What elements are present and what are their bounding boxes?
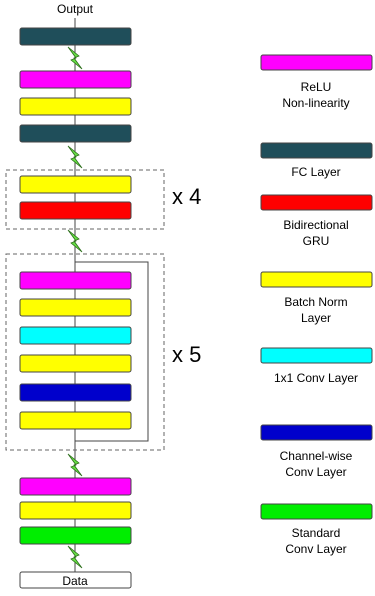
- relu-swatch-icon: [260, 54, 373, 71]
- flow-arrows: [67, 46, 83, 569]
- lightning-arrow-icon: [67, 229, 83, 253]
- legend-item: FC Layer: [260, 142, 373, 179]
- legend: ReLU Non-linearity FC Layer Bidirectiona…: [260, 54, 373, 556]
- batchnorm-layer-block: [19, 175, 132, 194]
- legend-item: Channel-wise Conv Layer: [260, 424, 373, 479]
- batchnorm-layer-block: [19, 354, 132, 373]
- data-block: [19, 571, 132, 589]
- lightning-arrow-icon: [67, 46, 83, 70]
- legend-label: Bidirectional: [283, 218, 348, 232]
- legend-item: 1x1 Conv Layer: [260, 347, 373, 385]
- legend-label: Non-linearity: [282, 96, 349, 110]
- legend-item: Batch Norm Layer: [260, 271, 373, 325]
- gru-repeat-label: x 4: [172, 184, 201, 209]
- relu-layer-block: [19, 70, 132, 89]
- batchnorm-layer-block: [19, 411, 132, 430]
- conv-block: [19, 271, 132, 430]
- data-input-block: Data: [19, 571, 132, 589]
- gru-block: [19, 175, 132, 220]
- output-label: Output: [57, 2, 94, 16]
- conv1x1-swatch-icon: [260, 347, 373, 364]
- gru-swatch-icon: [260, 194, 373, 211]
- legend-item: ReLU Non-linearity: [260, 54, 373, 110]
- fc-layer-block: [19, 27, 132, 46]
- lightning-arrow-icon: [67, 545, 83, 569]
- legend-item: Bidirectional GRU: [260, 194, 373, 248]
- gru-layer-block: [19, 201, 132, 220]
- legend-label: ReLU: [301, 80, 332, 94]
- gru-repeat-box: [5, 169, 165, 230]
- batchnorm-layer-block: [19, 298, 132, 317]
- data-label: Data: [62, 574, 88, 588]
- legend-item: Standard Conv Layer: [260, 503, 373, 556]
- legend-label: Layer: [301, 311, 331, 325]
- conv-repeat-box: [5, 253, 165, 451]
- lightning-arrow-icon: [67, 145, 83, 169]
- standard-conv-layer-block: [19, 526, 132, 545]
- batchnorm-swatch-icon: [260, 271, 373, 288]
- legend-label: Conv Layer: [285, 465, 346, 479]
- legend-label: Standard: [292, 526, 341, 540]
- channelwise-layer-block: [19, 383, 132, 402]
- fc-layer-block: [19, 124, 132, 143]
- legend-label: Conv Layer: [285, 542, 346, 556]
- relu-layer-block: [19, 271, 132, 290]
- conv1x1-layer-block: [19, 326, 132, 345]
- batchnorm-layer-block: [19, 97, 132, 116]
- legend-label: GRU: [303, 234, 330, 248]
- legend-label: Batch Norm: [284, 295, 347, 309]
- lightning-arrow-icon: [67, 453, 83, 477]
- top-stack: [19, 27, 132, 143]
- standard-swatch-icon: [260, 503, 373, 520]
- conv-repeat-label: x 5: [172, 342, 201, 367]
- relu-layer-block: [19, 477, 132, 496]
- legend-label: FC Layer: [291, 165, 340, 179]
- legend-label: 1x1 Conv Layer: [274, 371, 358, 385]
- channelwise-swatch-icon: [260, 424, 373, 441]
- residual-connection: [75, 261, 149, 442]
- batchnorm-layer-block: [19, 501, 132, 520]
- fc-swatch-icon: [260, 142, 373, 159]
- legend-label: Channel-wise: [280, 449, 353, 463]
- bottom-stack: [19, 477, 132, 545]
